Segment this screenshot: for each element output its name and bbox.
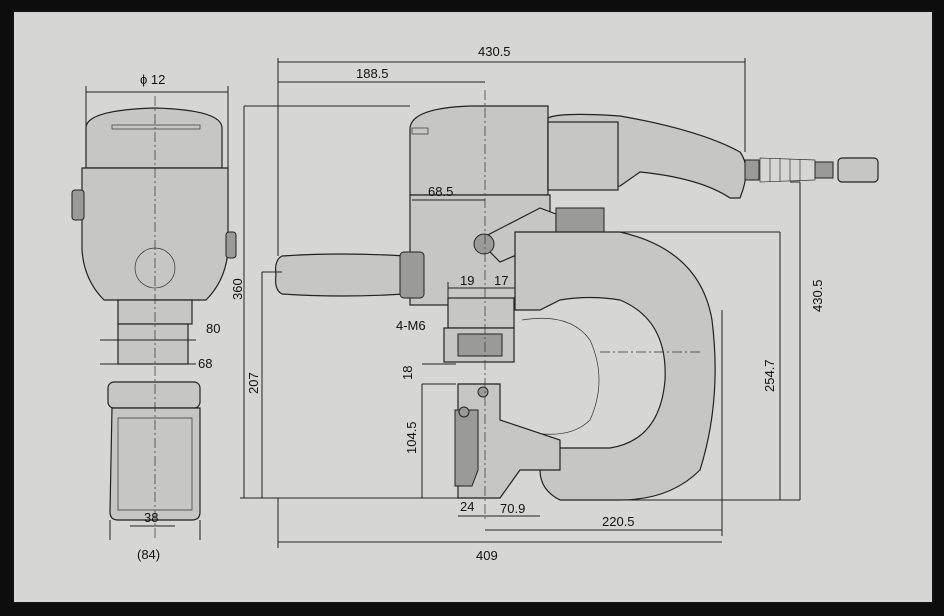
dim-360-label: 360 [230,278,245,300]
dim-19-label: 19 [460,273,474,288]
dim-38-label: 38 [144,510,158,525]
dim-17-label: 17 [494,273,508,288]
dim-188-5-label: 188.5 [356,66,389,81]
dim-207-label: 207 [246,372,261,394]
dim-68-5-label: 68.5 [428,184,453,199]
dim-220-5-label: 220.5 [602,514,635,529]
dim-84-label: (84) [137,547,160,562]
dim-24-label: 24 [460,499,474,514]
dim-68-label: 68 [198,356,212,371]
thread-4m6-label: 4-M6 [396,318,426,333]
dim-70-9-label: 70.9 [500,501,525,516]
dim-80-label: 80 [206,321,220,336]
side-view [71,86,237,540]
dim-430-5-top-label: 430.5 [478,44,511,59]
dim-104-5-label: 104.5 [404,421,419,454]
front-view [240,58,879,548]
dim-430-5-right-label: 430.5 [810,279,825,312]
dim-409-label: 409 [476,548,498,563]
diameter-label: ϕ 12 [140,72,165,87]
dim-254-7-label: 254.7 [762,359,777,392]
dim-18-label: 18 [400,366,415,380]
